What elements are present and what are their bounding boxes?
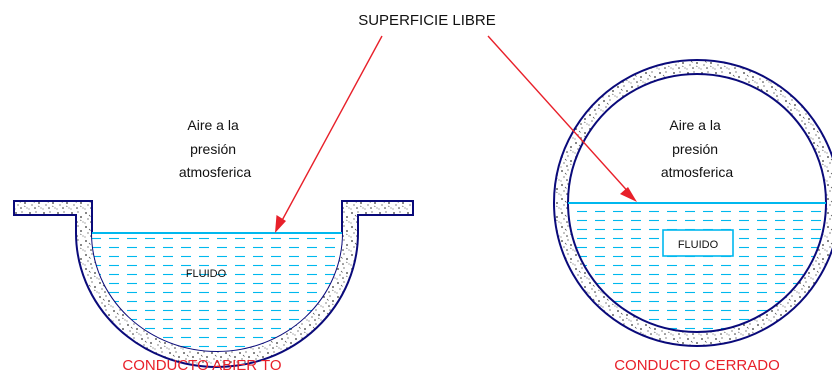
open-channel-air-label: Aire a la presión atmosferica [179, 117, 252, 180]
closed-air-line-3: atmosferica [661, 164, 734, 180]
free-surface-arrows [275, 35, 637, 233]
open-channel-caption: CONDUCTO ABIER TO [122, 357, 281, 374]
closed-conduit-air-label: Aire a la presión atmosferica [661, 117, 734, 180]
closed-conduit-caption: CONDUCTO CERRADO [614, 357, 780, 374]
open-air-line-2: presión [190, 141, 236, 157]
closed-conduit-fluid-label: FLUIDO [678, 239, 719, 251]
closed-air-line-1: Aire a la [669, 117, 721, 133]
arrow-to-closed-surface [487, 35, 633, 197]
arrow-head-open [275, 215, 286, 233]
diagram-title: SUPERFICIE LIBRE [358, 12, 496, 29]
closed-conduit: Aire a la presión atmosferica FLUIDO CON… [553, 59, 832, 374]
open-air-line-3: atmosferica [179, 164, 252, 180]
open-channel-fluid-label: FLUIDO [186, 268, 227, 280]
closed-conduit-wall [553, 59, 832, 347]
open-air-line-1: Aire a la [187, 117, 239, 133]
open-channel: Aire a la presión atmosferica FLUIDO CON… [13, 117, 414, 374]
closed-conduit-fluid-label-box [662, 229, 734, 257]
arrow-head-closed [620, 187, 637, 202]
closed-conduit-fluid [568, 203, 826, 332]
arrow-to-open-surface [278, 35, 383, 227]
closed-air-line-2: presión [672, 141, 718, 157]
